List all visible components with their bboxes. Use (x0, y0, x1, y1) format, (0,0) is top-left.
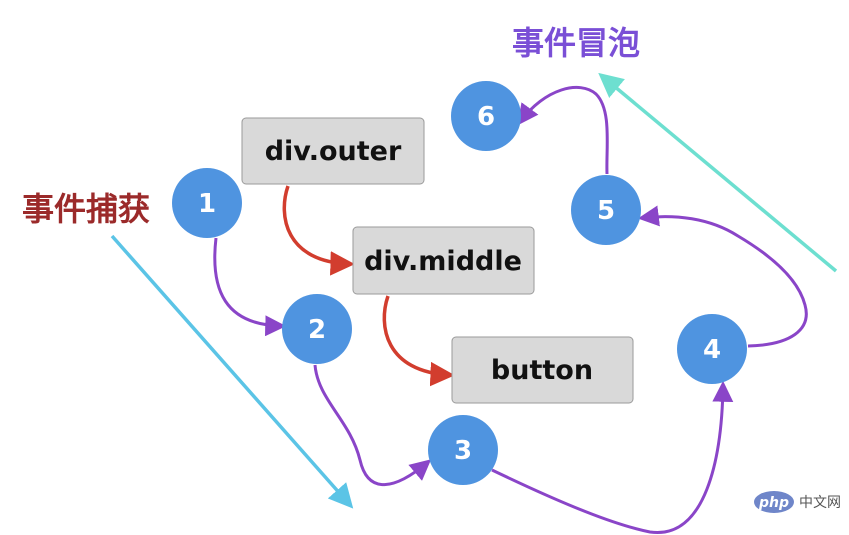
box-button-label: button (491, 355, 593, 386)
box-middle: div.middle (352, 226, 535, 295)
step-circle-2: 2 (282, 294, 352, 364)
capture-phase-label: 事件捕获 (22, 190, 150, 228)
step-number-4: 4 (703, 335, 721, 365)
watermark: php 中文网 (754, 491, 841, 513)
step-circle-6: 6 (451, 81, 521, 151)
step-number-6: 6 (477, 102, 495, 132)
capture-direction-arrow (110, 234, 354, 509)
step-number-2: 2 (308, 315, 326, 345)
step-4-to-5-arrow (637, 205, 808, 348)
box-outer-label: div.outer (265, 136, 402, 167)
step-number-3: 3 (454, 436, 472, 466)
step-2-to-3-arrow (313, 364, 432, 487)
watermark-php-text: php (758, 495, 789, 511)
box-outer: div.outer (241, 117, 425, 185)
step-5-to-6-arrow (517, 85, 609, 175)
step-3-to-4-arrow (491, 380, 734, 534)
bubble-phase-label: 事件冒泡 (512, 24, 640, 62)
box-middle-label: div.middle (364, 246, 522, 277)
step-circle-4: 4 (677, 314, 747, 384)
outer-to-middle-arrow (282, 185, 355, 276)
step-number-5: 5 (597, 196, 615, 226)
step-circle-3: 3 (428, 415, 498, 485)
step-1-to-2-arrow (213, 237, 287, 337)
step-number-1: 1 (198, 189, 216, 219)
middle-to-button-arrow (382, 295, 455, 387)
step-circle-1: 1 (172, 168, 242, 238)
watermark-site-text: 中文网 (799, 495, 841, 511)
bubble-direction-arrow (598, 72, 838, 273)
step-circle-5: 5 (571, 175, 641, 245)
watermark-php-badge (754, 491, 794, 513)
box-button: button (451, 336, 634, 404)
